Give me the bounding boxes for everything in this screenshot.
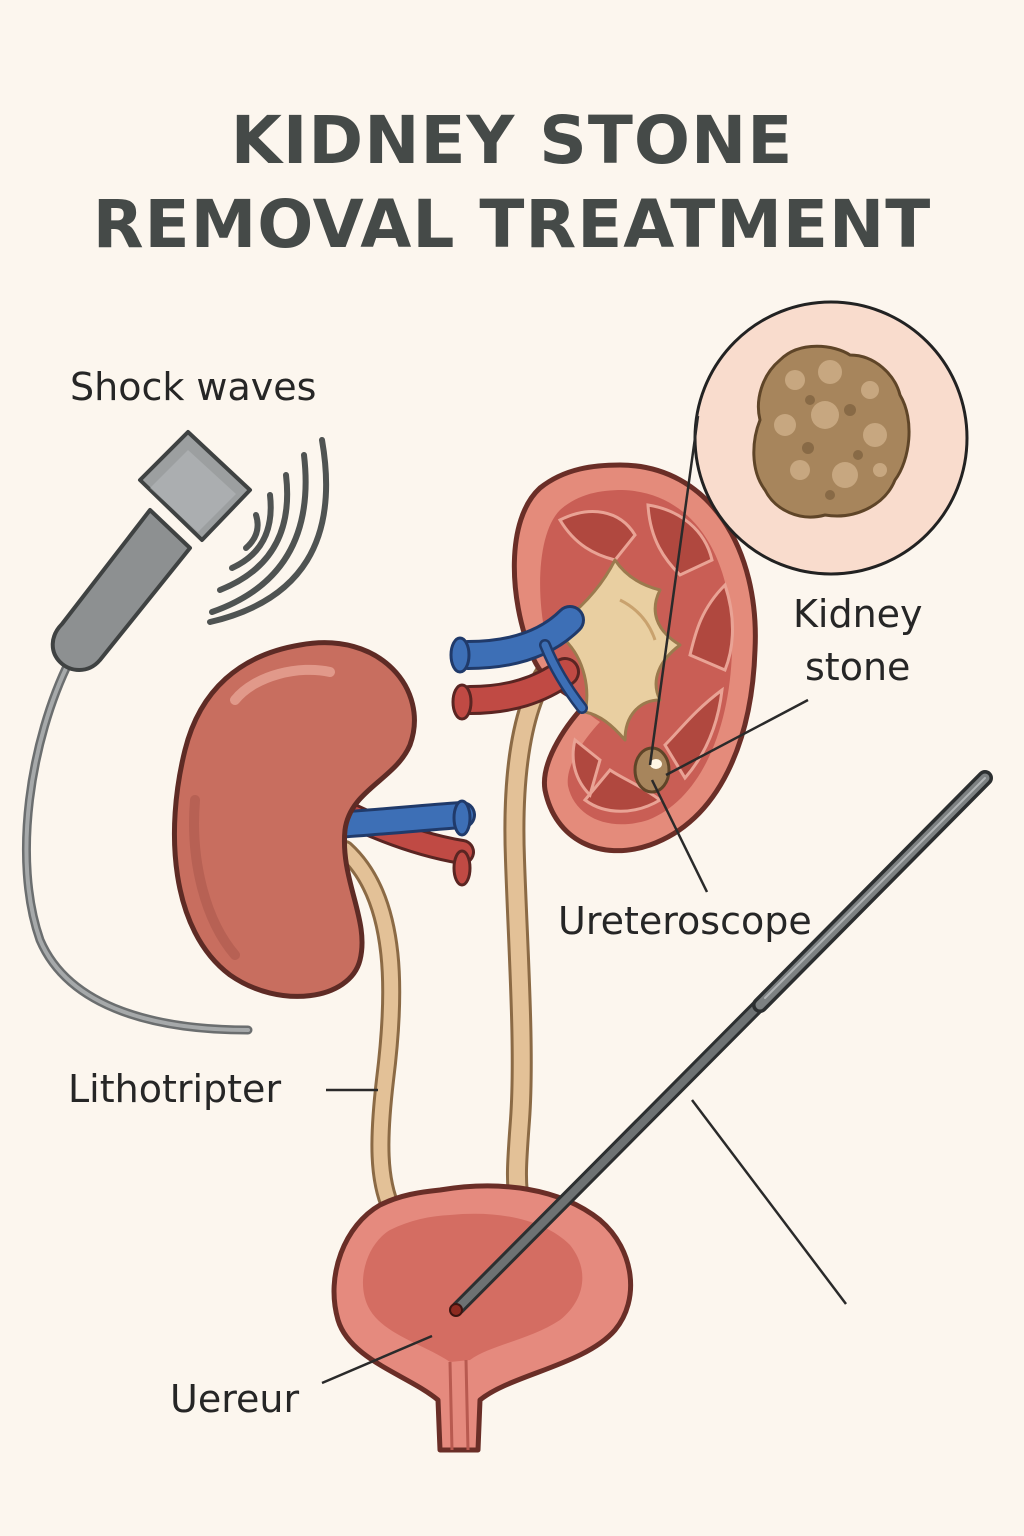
bladder [331,1183,634,1453]
right-kidney-cross-section [511,462,758,854]
ureteroscope-instrument [449,770,993,1317]
label-ureter: Uereur [170,1377,300,1421]
right-ureter [503,649,566,1216]
label-shock-waves: Shock waves [70,365,317,409]
label-lithotripter: Lithotripter [68,1067,282,1111]
left-kidney [171,640,417,999]
page-title-line-1: KIDNEY STONE [230,102,794,179]
label-ureteroscope: Ureteroscope [558,899,812,943]
right-kidney-vessels [449,605,588,721]
magnified-stone [693,300,969,576]
lithotripter-probe [50,430,252,672]
shock-waves-arcs [207,437,330,625]
left-kidney-vessels [321,797,476,887]
label-kidney-stone-line-1: Kidney [793,592,923,636]
page-title-line-2: REMOVAL TREATMENT [92,186,932,263]
left-ureter [335,840,402,1220]
label-kidney-stone-line-2: stone [805,645,911,689]
leader-lines [321,415,847,1385]
